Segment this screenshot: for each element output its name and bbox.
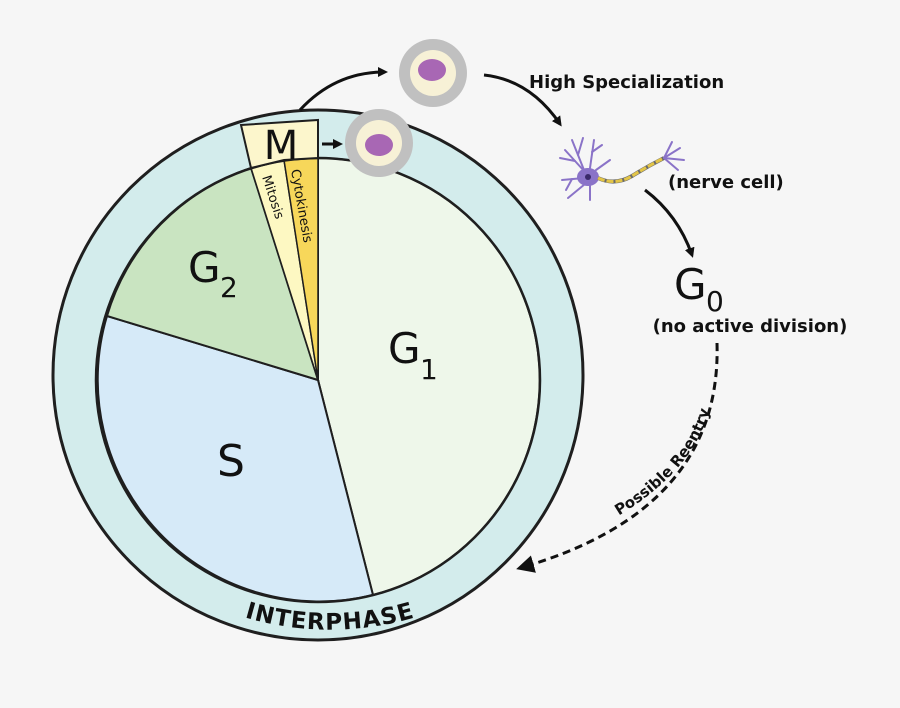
possible-reentry-arrow	[516, 342, 719, 573]
g1-label: G 1	[388, 324, 438, 386]
svg-text:0: 0	[706, 285, 724, 318]
m-label: M	[264, 123, 299, 169]
arrow-to-nerve-cell	[483, 73, 562, 127]
high-specialization-label: High Specialization	[529, 72, 724, 93]
arrow-to-g0	[644, 188, 695, 258]
nerve-cell-icon	[559, 137, 685, 201]
svg-text:1: 1	[420, 353, 438, 386]
no-active-division-label: (no active division)	[653, 316, 848, 337]
svg-text:G: G	[388, 324, 421, 373]
daughter-cell-lower	[345, 109, 413, 177]
svg-text:G: G	[188, 243, 221, 292]
g2-label: G 2	[188, 243, 238, 304]
arrow-m-to-specialized-cell	[298, 67, 388, 112]
daughter-cell-upper	[399, 39, 467, 107]
svg-text:G: G	[674, 260, 707, 309]
svg-text:2: 2	[220, 271, 238, 304]
nerve-cell-label: (nerve cell)	[668, 172, 784, 193]
m-phase-box	[239, 118, 319, 170]
s-label: S	[217, 436, 245, 487]
possible-reentry-label: Possible Reentry	[611, 406, 713, 519]
g0-label: G 0	[674, 260, 724, 318]
